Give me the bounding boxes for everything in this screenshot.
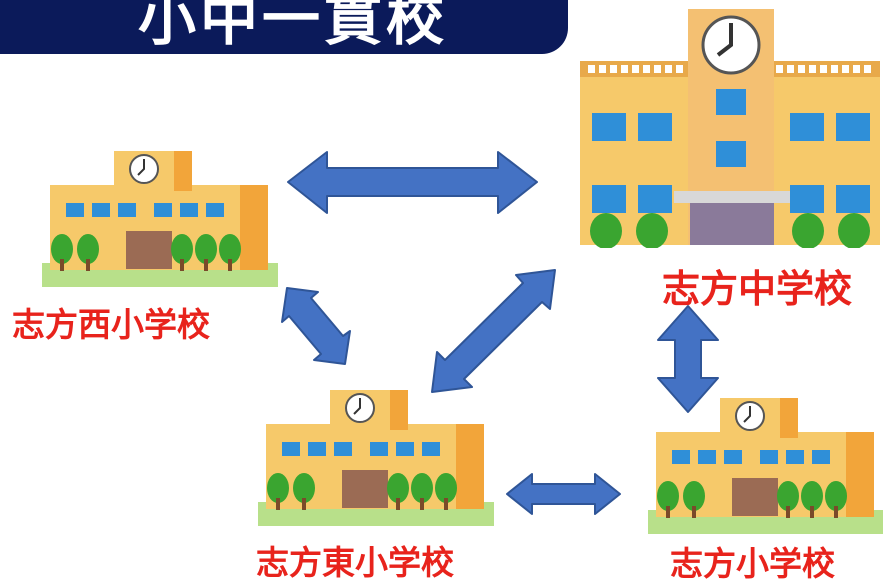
- label-west-elementary: 志方西小学校: [12, 305, 210, 344]
- arrow-east-junior-high: [431, 269, 556, 393]
- arrow-east-main: [506, 473, 621, 515]
- school-building-east: [258, 390, 494, 526]
- page-title: 小中一貫校: [138, 0, 449, 53]
- label-east-elementary: 志方東小学校: [256, 543, 454, 582]
- label-junior-high: 志方中学校: [662, 267, 853, 311]
- title-banner: [0, 0, 568, 54]
- arrow-west-junior-high: [287, 151, 538, 214]
- arrow-west-east: [281, 287, 351, 365]
- school-building-west: [42, 151, 278, 287]
- school-building-main: [648, 398, 883, 534]
- label-main-elementary: 志方小学校: [670, 544, 835, 583]
- arrow-junior-high-main: [657, 305, 719, 413]
- school-building-junior-high: [580, 9, 880, 248]
